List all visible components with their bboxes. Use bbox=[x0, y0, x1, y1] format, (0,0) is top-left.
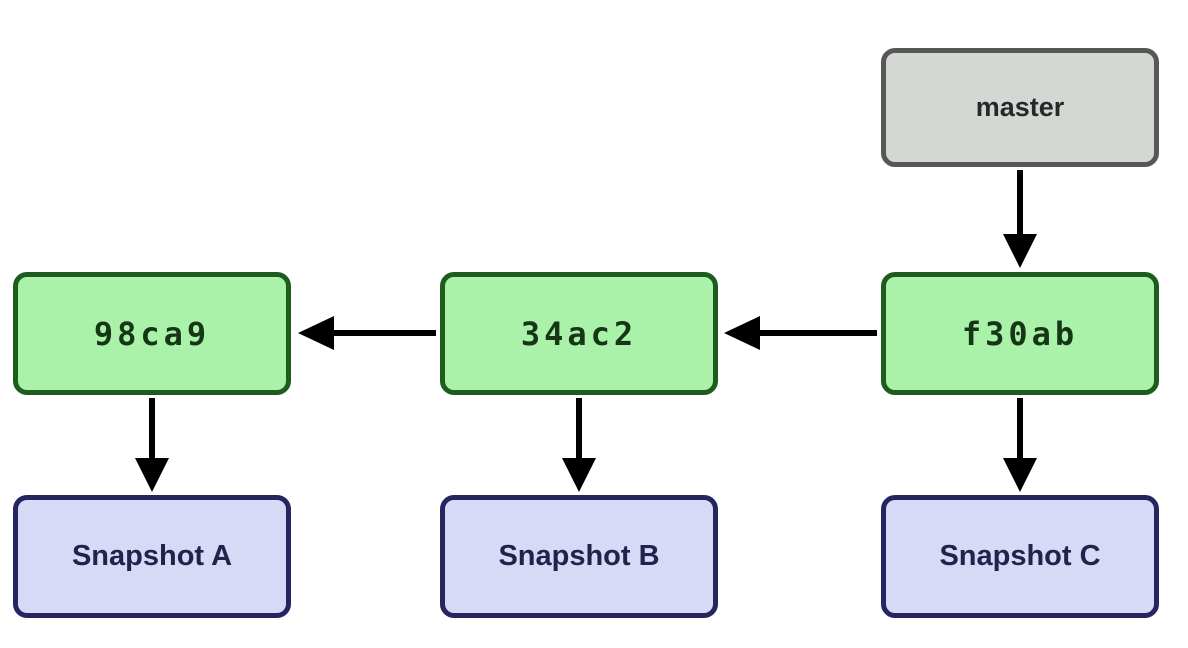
commit-hash: 98ca9 bbox=[93, 314, 211, 353]
commit-node-f30ab: f30ab bbox=[881, 272, 1159, 395]
arrow-f30ab-to-snapshot-c bbox=[1003, 398, 1037, 492]
branch-label: master bbox=[975, 92, 1065, 122]
arrow-34ac2-to-98ca9 bbox=[298, 316, 436, 350]
commit-hash: f30ab bbox=[961, 314, 1079, 353]
arrow-master-to-f30ab bbox=[1003, 170, 1037, 268]
commit-hash: 34ac2 bbox=[520, 314, 638, 353]
snapshot-node-a: Snapshot A bbox=[13, 495, 291, 618]
commit-node-34ac2: 34ac2 bbox=[440, 272, 718, 395]
commit-node-98ca9: 98ca9 bbox=[13, 272, 291, 395]
branch-node-master: master bbox=[881, 48, 1159, 167]
snapshot-node-b: Snapshot B bbox=[440, 495, 718, 618]
arrow-98ca9-to-snapshot-a bbox=[135, 398, 169, 492]
arrow-34ac2-to-snapshot-b bbox=[562, 398, 596, 492]
arrow-f30ab-to-34ac2 bbox=[724, 316, 877, 350]
snapshot-label: Snapshot C bbox=[939, 540, 1101, 572]
snapshot-label: Snapshot B bbox=[498, 540, 660, 572]
snapshot-node-c: Snapshot C bbox=[881, 495, 1159, 618]
snapshot-label: Snapshot A bbox=[71, 540, 233, 572]
